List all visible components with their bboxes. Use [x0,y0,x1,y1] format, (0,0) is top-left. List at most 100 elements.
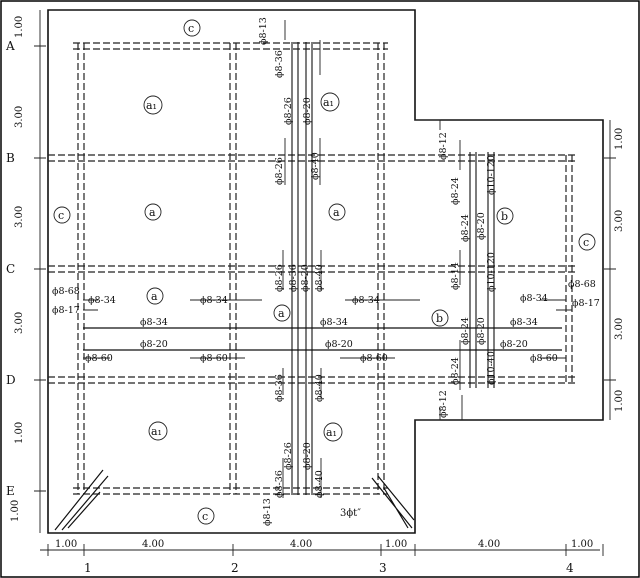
label-d8-36-c: ϕ8-36 [288,264,299,292]
mark-a-1: a [149,206,156,219]
mark-a1-1: a₁ [146,99,157,112]
label-d8-26-e: ϕ8-26 [283,442,294,470]
label-d8-20-top: ϕ8-20 [302,97,313,125]
label-d10-120-b: ϕ10-120 [486,155,497,195]
right-dim-1: 1.00 [614,128,625,150]
mark-c-left: c [58,209,64,222]
label-d8-20-d1: ϕ8-20 [476,317,487,345]
axis-3: 3 [379,561,387,575]
right-dim-2: 3.00 [614,210,625,232]
mark-a-2: a [333,206,340,219]
label-d8-24-b: ϕ8-24 [450,177,461,205]
label-d8-34-right: ϕ8-34 [520,293,548,304]
bottom-dim-4: 1.00 [385,539,407,550]
axis-B: B [6,151,15,165]
label-d8-68-right: ϕ8-68 [568,279,596,290]
label-d8-14-c: ϕ8-14 [450,262,461,290]
mark-a-3: a [151,290,158,303]
left-dim-3: 3.00 [14,206,25,228]
left-dim-2: 3.00 [14,106,25,128]
mark-b-2: b [436,312,443,325]
mark-c-top: c [188,22,194,35]
label-d8-40-e: ϕ8-40 [314,470,325,498]
label-d8-40-b: ϕ8-40 [310,152,321,180]
label-d8-36-d: ϕ8-36 [274,374,285,402]
left-dimension-chain: 1.00 3.00 3.00 3.00 1.00 1.00 [10,10,46,533]
mark-a1-4: a₁ [326,426,337,439]
central-strip-bars [291,42,495,495]
axis-labels: A B C D E 1 2 3 4 [5,39,574,575]
label-d8-12-top: ϕ8-12 [438,132,449,160]
label-d8-36-e: ϕ8-36 [274,470,285,498]
label-d8-68-left: ϕ8-68 [52,286,80,297]
bottom-dimension-chain: 1.00 4.00 4.00 1.00 4.00 1.00 [40,539,604,556]
mark-a1-2: a₁ [323,96,334,109]
horizontal-bars [83,299,572,359]
mark-b-1: b [501,210,508,223]
label-d8-24-c1: ϕ8-24 [460,214,471,242]
label-d8-13: ϕ8-13 [258,17,269,45]
bottom-dim-5: 4.00 [478,539,500,550]
mark-a-4: a [278,307,285,320]
bottom-dim-2: 4.00 [142,539,164,550]
axis-4: 4 [566,561,574,575]
label-d8-17-right: ϕ8-17 [572,298,600,309]
label-d8-20-long2: ϕ8-20 [325,339,353,350]
label-d8-24-d1: ϕ8-24 [460,317,471,345]
label-d8-34-left: ϕ8-34 [88,295,116,306]
label-d8-17-left: ϕ8-17 [52,305,80,316]
rebar-labels-vertical: ϕ8-13 ϕ8-36 ϕ8-26 ϕ8-20 ϕ8-26 ϕ8-40 ϕ8-2… [258,17,497,526]
label-d8-34-long2: ϕ8-34 [320,317,348,328]
label-d8-20-c: ϕ8-20 [300,264,311,292]
right-dimension-chain: 1.00 3.00 3.00 1.00 [604,120,625,420]
label-d8-20-long3: ϕ8-20 [500,339,528,350]
label-d8-40-c: ϕ8-40 [314,264,325,292]
mark-a1-3: a₁ [151,425,162,438]
label-d8-26-top: ϕ8-26 [283,97,294,125]
label-d8-34-long1: ϕ8-34 [140,317,168,328]
label-d8-12-d: ϕ8-12 [438,390,449,418]
label-d8-40-d: ϕ8-40 [314,374,325,402]
label-d8-20-e: ϕ8-20 [302,442,313,470]
slab-outline [47,9,604,534]
bottom-dim-6: 1.00 [571,539,593,550]
left-dim-5: 1.00 [14,422,25,444]
label-three-phi: 3ϕt″ [340,508,361,519]
label-d8-26-b: ϕ8-26 [274,157,285,185]
bottom-dim-3: 4.00 [290,539,312,550]
label-d8-13-e: ϕ8-13 [262,498,273,526]
axis-A: A [5,39,15,53]
corner-bars [54,469,415,531]
label-d10-40-d: ϕ10-40 [486,351,497,385]
axis-D: D [6,373,16,387]
left-dim-6: 1.00 [10,500,21,522]
beam-lines [48,42,578,495]
label-d8-60-left: ϕ8-60 [85,353,113,364]
rebar-labels-horizontal: ϕ8-68 ϕ8-17 ϕ8-34 ϕ8-34 ϕ8-34 ϕ8-34 ϕ8-6… [52,279,600,519]
axis-C: C [6,262,15,276]
label-d8-60-mid1: ϕ8-60 [200,353,228,364]
right-dim-3: 3.00 [614,318,625,340]
label-d8-36-top: ϕ8-36 [274,50,285,78]
axis-E: E [6,484,15,498]
left-dim-4: 3.00 [14,312,25,334]
label-d8-20-long1: ϕ8-20 [140,339,168,350]
axis-1: 1 [84,561,92,575]
support-bars [282,20,463,498]
right-dim-4: 1.00 [614,390,625,412]
label-d8-26-c: ϕ8-26 [274,264,285,292]
label-d8-34-mid2: ϕ8-34 [352,295,380,306]
notch-outline [415,119,441,421]
bottom-dim-1: 1.00 [55,539,77,550]
mark-c-right: c [583,236,589,249]
label-d8-60-mid2: ϕ8-60 [360,353,388,364]
label-d8-20-c1: ϕ8-20 [476,212,487,240]
label-d8-24-d: ϕ8-24 [450,357,461,385]
left-dim-1: 1.00 [14,16,25,38]
label-d10-120-c: ϕ10-120 [486,252,497,292]
mark-c-bottom: c [202,510,208,523]
label-d8-34-mid1: ϕ8-34 [200,295,228,306]
label-d8-60-right: ϕ8-60 [530,353,558,364]
